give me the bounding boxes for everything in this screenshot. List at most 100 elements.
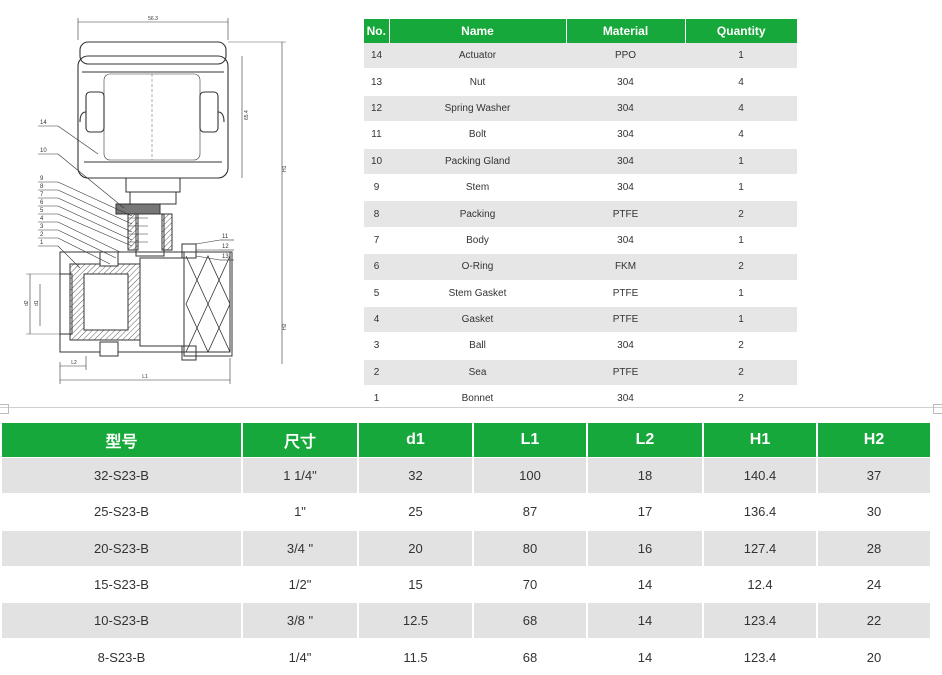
dims-header-h2: H2	[817, 423, 930, 458]
callout-number: 4	[40, 216, 44, 222]
size-cell: 1"	[242, 493, 359, 531]
part-no-cell: 5	[364, 280, 389, 307]
actuator-height-label: 65.4	[244, 110, 250, 120]
h2-cell: 20	[817, 638, 930, 675]
h1-label: H1	[282, 165, 288, 172]
parts-header-quantity: Quantity	[685, 19, 797, 43]
part-quantity-cell: 2	[685, 385, 797, 413]
part-name-cell: Packing Gland	[389, 148, 566, 175]
parts-table-header: No. Name Material Quantity	[364, 19, 797, 43]
h1-cell: 123.4	[703, 602, 818, 639]
l1-label: L1	[142, 374, 148, 380]
l1-cell: 87	[473, 493, 588, 531]
parts-header-name: Name	[389, 19, 567, 43]
size-cell: 1 1/4"	[242, 456, 359, 494]
parts-header-no: No.	[364, 19, 390, 43]
part-name-cell: Bolt	[389, 121, 566, 149]
d2-label: d2	[24, 300, 30, 306]
model-cell: 15-S23-B	[2, 565, 243, 603]
part-quantity-cell: 4	[685, 121, 797, 149]
part-name-cell: Spring Washer	[389, 95, 566, 123]
h2-cell: 22	[817, 602, 930, 639]
h1-cell: 123.4	[703, 638, 818, 675]
part-material-cell: 304	[566, 385, 685, 413]
callout-number: 13	[222, 254, 229, 260]
d1-label: d1	[34, 300, 40, 306]
part-no-cell: 6	[364, 253, 389, 281]
part-no-cell: 2	[364, 359, 389, 387]
part-name-cell: Gasket	[389, 306, 566, 334]
part-material-cell: 304	[566, 121, 685, 149]
d1-cell: 15	[358, 565, 474, 603]
part-name-cell: Sea	[389, 359, 566, 387]
part-quantity-cell: 2	[685, 253, 797, 281]
h1-cell: 140.4	[703, 456, 818, 494]
dims-header-model: 型号	[2, 423, 243, 458]
callout-number: 6	[40, 200, 44, 206]
part-quantity-cell: 1	[685, 174, 797, 202]
part-name-cell: Stem Gasket	[389, 280, 566, 307]
part-quantity-cell: 4	[685, 68, 797, 96]
callout-leaders-left	[38, 125, 133, 269]
model-cell: 25-S23-B	[2, 493, 243, 531]
part-no-cell: 10	[364, 148, 389, 175]
part-quantity-cell: 1	[685, 306, 797, 334]
dims-header-d1: d1	[358, 423, 474, 458]
d1-cell: 32	[358, 456, 474, 494]
part-material-cell: PTFE	[566, 359, 685, 387]
size-cell: 1/4"	[242, 638, 359, 675]
callout-number: 5	[40, 208, 44, 214]
part-no-cell: 4	[364, 306, 389, 334]
callout-number: 14	[40, 120, 47, 126]
part-quantity-cell: 1	[685, 227, 797, 255]
part-no-cell: 7	[364, 227, 389, 255]
model-cell: 20-S23-B	[2, 529, 243, 567]
callout-number: 7	[40, 192, 44, 198]
part-quantity-cell: 2	[685, 359, 797, 387]
h2-cell: 37	[817, 456, 930, 494]
part-material-cell: PTFE	[566, 200, 685, 228]
part-quantity-cell: 4	[685, 95, 797, 123]
callout-number: 9	[40, 176, 44, 182]
callout-number: 2	[40, 232, 44, 238]
h1-cell: 12.4	[703, 565, 818, 603]
callout-number: 3	[40, 224, 44, 230]
top-dimension-label: 56.3	[148, 16, 158, 22]
stem-assembly	[115, 177, 181, 257]
valve-technical-drawing: 56.3 65.4 H1 H2	[24, 16, 288, 384]
part-no-cell: 12	[364, 95, 389, 123]
part-material-cell: PTFE	[566, 280, 685, 307]
l2-cell: 18	[587, 456, 704, 494]
l1-cell: 68	[473, 638, 588, 675]
part-material-cell: 304	[566, 148, 685, 175]
section-divider	[0, 404, 942, 414]
callout-number: 1	[40, 240, 44, 246]
h1-cell: 127.4	[703, 529, 818, 567]
part-quantity-cell: 2	[685, 332, 797, 360]
l1-cell: 70	[473, 565, 588, 603]
h2-label: H2	[282, 323, 288, 330]
l2-cell: 16	[587, 529, 704, 567]
part-no-cell: 1	[364, 385, 389, 413]
part-name-cell: Ball	[389, 332, 566, 360]
d1-cell: 25	[358, 493, 474, 531]
valve-body-7	[59, 243, 233, 361]
part-no-cell: 8	[364, 200, 389, 228]
part-quantity-cell: 2	[685, 200, 797, 228]
